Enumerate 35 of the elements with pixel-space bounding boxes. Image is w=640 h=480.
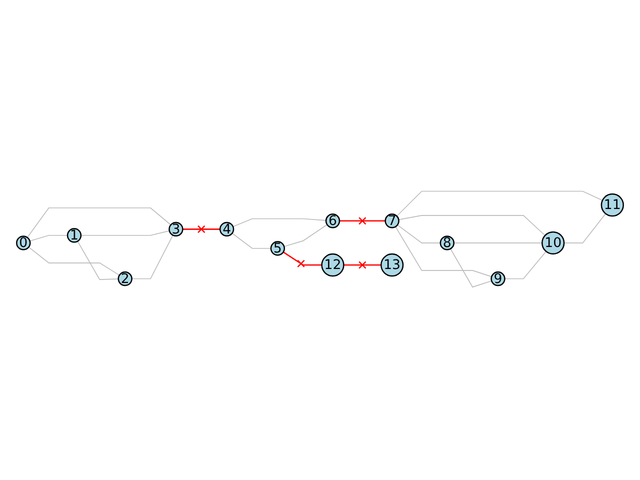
node-circle: 4 xyxy=(219,222,234,237)
connector xyxy=(396,190,603,217)
connector xyxy=(564,213,606,244)
node-circle: 12 xyxy=(321,253,344,277)
connector xyxy=(77,240,119,280)
connector xyxy=(29,234,68,242)
node-circle: 10 xyxy=(542,231,565,255)
connector xyxy=(131,234,174,280)
node-circle: 5 xyxy=(270,241,286,256)
connector xyxy=(28,246,120,276)
connector xyxy=(397,224,441,244)
connector xyxy=(398,215,546,236)
connector xyxy=(232,218,326,228)
connector xyxy=(182,228,220,230)
connector xyxy=(450,248,492,288)
node-circle: 7 xyxy=(384,214,400,228)
node-circle: 0 xyxy=(16,236,31,250)
node-circle: 6 xyxy=(325,214,340,228)
node-circle: 3 xyxy=(168,222,184,237)
connector xyxy=(80,230,170,236)
node-circle: 11 xyxy=(600,193,624,217)
node-circle: 9 xyxy=(490,271,506,286)
node-circle: 2 xyxy=(118,271,132,286)
connector xyxy=(282,252,322,266)
connector xyxy=(26,207,172,238)
connector xyxy=(284,224,328,247)
connector xyxy=(232,232,272,249)
connector xyxy=(395,226,492,278)
connector xyxy=(344,264,382,266)
node-circle: 13 xyxy=(380,253,404,277)
node-circle: 8 xyxy=(440,236,454,250)
connector xyxy=(504,250,547,280)
connector xyxy=(453,242,543,244)
node-circle: 1 xyxy=(66,228,82,243)
connector xyxy=(339,220,386,222)
